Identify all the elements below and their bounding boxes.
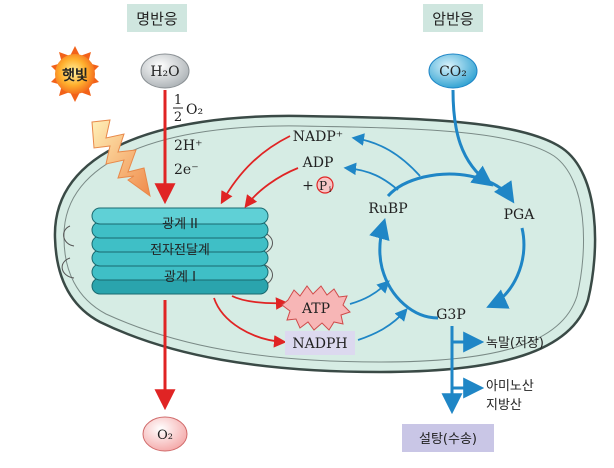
half-oxygen-label: O₂ — [186, 102, 203, 118]
pga-label: PGA — [504, 207, 536, 223]
h2o-molecule — [140, 53, 190, 89]
sunlight-label: 햇빛 — [62, 68, 88, 84]
photosystem-2-label: 광계 II — [162, 217, 198, 232]
cycle-pga-to-g3p-arrow — [486, 227, 526, 309]
dark-reaction-header: 암반응 — [432, 10, 473, 28]
co2-molecule — [428, 53, 478, 89]
sucrose-box — [402, 424, 494, 452]
thylakoid-stack — [61, 207, 273, 295]
light-reaction-header: 명반응 — [136, 10, 177, 28]
nadp-to-thylakoid-arrow — [220, 135, 291, 205]
nadph-label: NADPH — [292, 336, 347, 352]
co2-label: CO₂ — [439, 64, 467, 80]
rubp-label: RuBP — [368, 201, 407, 217]
fatty-acid-label: 지방산 — [486, 398, 522, 413]
nadp-label: NADP⁺ — [293, 129, 343, 145]
g3p-label: G3P — [436, 307, 466, 323]
sun-icon — [51, 46, 99, 102]
atp-burst — [281, 285, 351, 331]
atp-label: ATP — [301, 301, 330, 317]
amino-acid-label: 아미노산 — [486, 379, 534, 394]
light-reaction-header-box — [127, 4, 187, 32]
phosphate-circle — [316, 176, 334, 194]
starch-label: 녹말(저장) — [486, 336, 544, 351]
phosphate-sub-label: i — [329, 185, 332, 194]
o2-molecule — [142, 416, 188, 452]
cycle-to-adp-arrow — [343, 162, 399, 191]
thylakoid-to-nadph-arrow — [213, 297, 287, 348]
chloroplast-membrane — [53, 114, 597, 374]
sucrose-label: 설탕(수송) — [419, 432, 477, 447]
cycle-rubp-to-pga-arrow — [386, 172, 515, 204]
co2-to-pga-arrow — [451, 89, 494, 187]
dark-reaction-header-box — [423, 4, 483, 32]
nadph-to-cycle-arrow — [357, 308, 408, 341]
fraction-denominator: 2 — [174, 110, 182, 125]
o2-label: O₂ — [157, 428, 173, 443]
h2o-label: H₂O — [150, 64, 179, 80]
thylakoid-to-atp-arrow — [231, 295, 289, 310]
atp-to-cycle-arrow — [349, 280, 390, 305]
cycle-to-nadp-arrow — [351, 133, 421, 177]
lightning-bolt-icon — [91, 119, 151, 198]
pi-plus-label: + — [302, 178, 314, 194]
cycle-g3p-to-rubp-arrow — [369, 217, 439, 320]
protons-label: 2H⁺ — [174, 138, 203, 154]
nadph-box — [285, 331, 355, 355]
electron-transport-label: 전자전달계 — [150, 243, 210, 258]
phosphate-label: P — [319, 179, 327, 193]
adp-to-thylakoid-arrow — [244, 167, 299, 209]
fraction-numerator: 1 — [174, 93, 182, 108]
electrons-label: 2e⁻ — [174, 162, 199, 178]
photosystem-1-label: 광계 I — [164, 270, 196, 285]
adp-label: ADP — [302, 155, 334, 171]
chloroplast-inner-membrane — [63, 125, 585, 363]
